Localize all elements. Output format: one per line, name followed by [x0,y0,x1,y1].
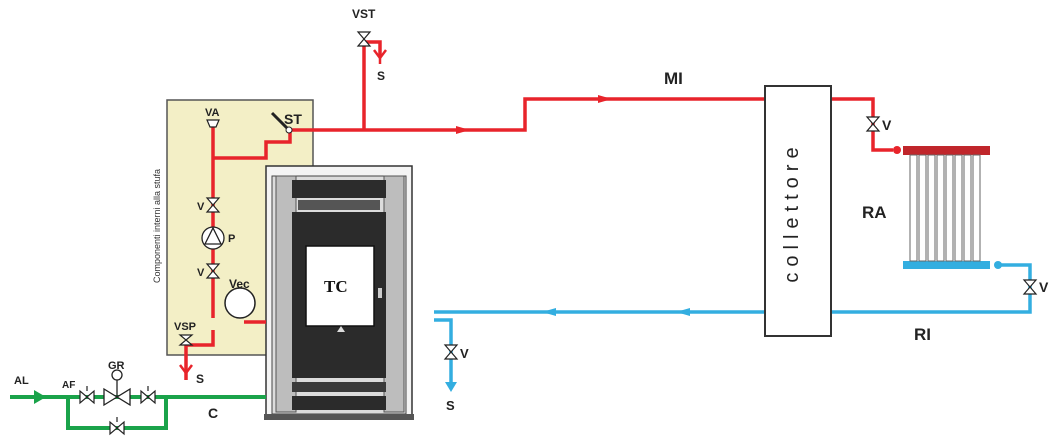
label-s-top: S [377,69,385,83]
flow-arrow [542,308,556,316]
valve-v-upper [205,197,221,213]
flow-arrow [456,126,470,134]
label-mi: MI [664,69,683,88]
label-ri: RI [914,325,931,344]
label-v-radiator-top: V [882,117,892,133]
label-al: AL [14,375,29,387]
return-piping [434,263,1032,384]
panel-title: Componenti interni alla stufa [152,169,162,283]
cold-water-piping [10,395,266,430]
label-v-radiator-right: V [1039,279,1049,295]
valve-v-lower [205,263,221,279]
valve-v-radiator-right [1022,279,1038,295]
pressure-reducer-gr [103,369,131,407]
label-st: ST [284,111,302,127]
inlet-arrow [34,390,46,404]
collector-label: collettore [781,141,803,282]
label-s-bottom: S [446,398,455,413]
label-v-upper: V [197,201,205,213]
label-vec: Vec [229,277,250,291]
valve-v-drain [443,344,459,360]
label-c: C [208,405,218,421]
sensor-st [270,111,293,134]
pump-p [201,226,225,250]
safety-valve-vsp [178,334,194,346]
label-v-lower: V [197,267,205,279]
label-s-left: S [196,372,204,386]
collector [764,85,832,337]
valve-right [140,389,156,405]
label-vsp: VSP [174,321,196,333]
valve-v-radiator-top [865,116,881,132]
label-v-drain: V [460,346,469,361]
valve-vst [356,31,372,47]
label-af: AF [62,380,75,391]
label-p: P [228,233,235,245]
flow-arrow [445,382,457,392]
label-gr: GR [108,360,125,372]
label-vst: VST [352,7,376,21]
stove-tc [264,165,414,420]
valve-bypass [109,420,125,436]
label-tc: TC [324,277,348,296]
air-vent-va [206,119,220,128]
expansion-vessel-vec [224,287,256,319]
supply-piping [184,40,893,380]
valve-af [79,389,95,405]
flow-arrow [676,308,690,316]
flow-arrow [598,95,612,103]
label-ra: RA [862,203,887,222]
radiator [893,146,1002,269]
label-va: VA [205,107,220,119]
